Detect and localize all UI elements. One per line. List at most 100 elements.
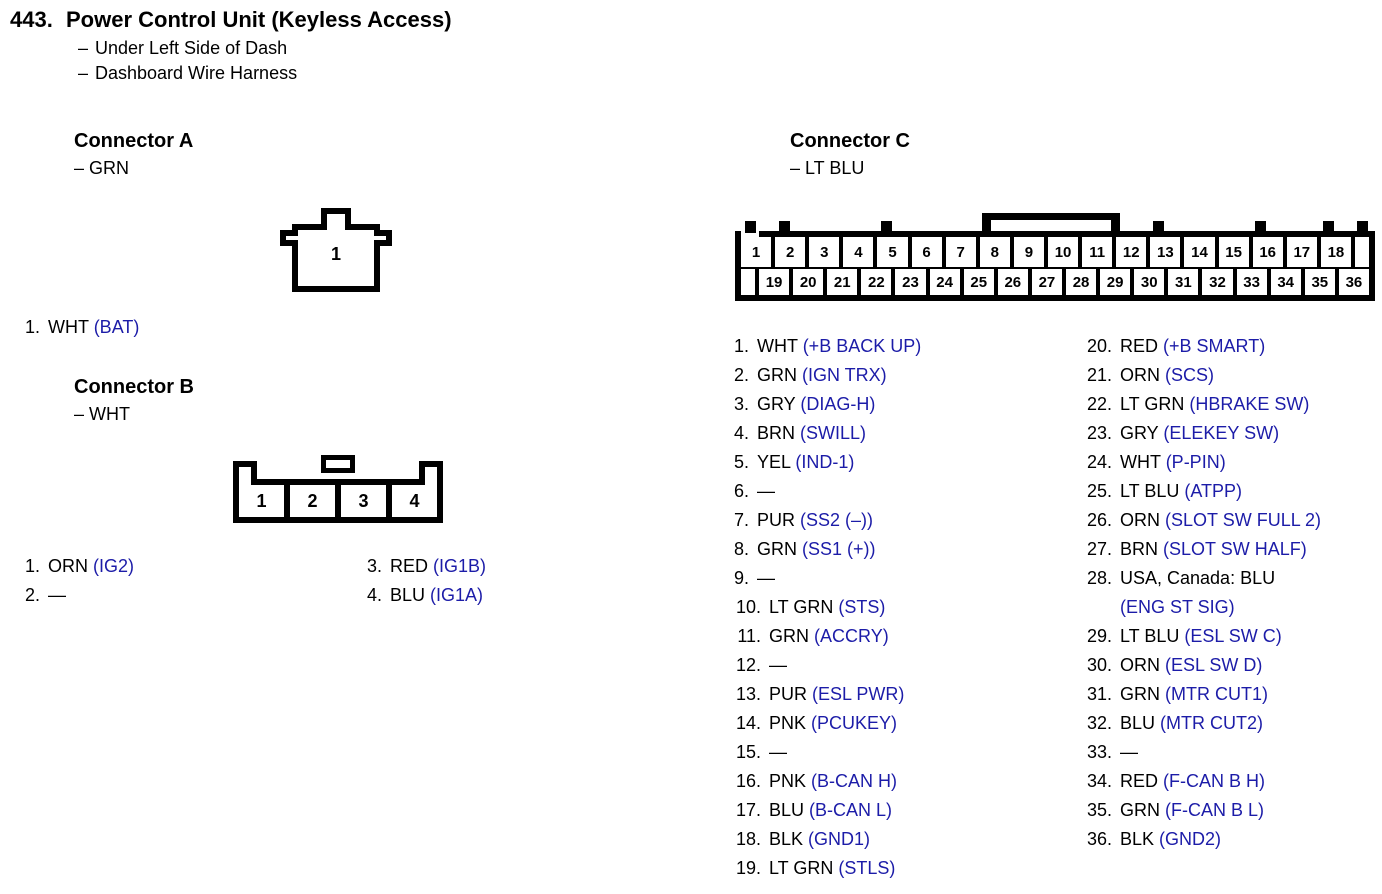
pin-number: 20. xyxy=(1086,336,1112,356)
pin-number: 18. xyxy=(735,829,761,849)
pin-signal-name: (+B BACK UP) xyxy=(802,336,922,356)
pin-body: WHT (BAT) xyxy=(48,313,338,342)
connector-c-color: – LT BLU xyxy=(790,158,865,178)
pin-number: 14. xyxy=(735,713,761,733)
pin-wire-color: BLK xyxy=(1120,829,1155,849)
connector-c-tab xyxy=(745,221,756,233)
pin-body: RED (+B SMART) xyxy=(1120,332,1378,361)
pin-signal-name: (SLOT SW FULL 2) xyxy=(1165,510,1322,530)
connector-a-pin-list: 1. WHT (BAT) xyxy=(18,313,338,342)
pin-wire-color: BLK xyxy=(769,829,804,849)
connector-b-cell: 3 xyxy=(341,485,392,517)
pin-row: 26.ORN (SLOT SW FULL 2) xyxy=(1078,506,1378,535)
pin-signal-name: (STS) xyxy=(838,597,886,617)
connector-a-diagram: 1 xyxy=(280,208,392,292)
pin-wire-color: LT GRN xyxy=(769,597,834,617)
pin-body: — xyxy=(48,581,338,610)
connector-b-heading: Connector B – WHT xyxy=(74,374,194,427)
pin-body: LT GRN (STLS) xyxy=(769,854,1067,883)
connector-b-pin-cells: 1 2 3 4 xyxy=(239,485,437,517)
header-bullet-0-label: Under Left Side of Dash xyxy=(95,38,288,58)
connector-c-cell: 9 xyxy=(1013,237,1044,267)
pin-row: 35.GRN (F-CAN B L) xyxy=(1078,796,1378,825)
pin-signal-name: (SCS) xyxy=(1165,365,1215,385)
bullet-dash: – xyxy=(78,38,89,58)
pin-body: PUR (ESL PWR) xyxy=(769,680,1067,709)
connector-c-cell: 31 xyxy=(1168,269,1199,295)
connector-c-title: Connector C xyxy=(790,130,910,152)
connector-a-title: Connector A xyxy=(74,130,194,152)
pin-signal-name: (DIAG-H) xyxy=(800,394,876,414)
connector-a-pin-1-label: 1 xyxy=(330,244,341,264)
pin-body: GRN (F-CAN B L) xyxy=(1120,796,1378,825)
pin-wire-color: PUR xyxy=(757,510,796,530)
pin-row: 1. WHT (BAT) xyxy=(18,313,338,342)
connector-c-tab xyxy=(779,221,790,233)
pin-number: 28. xyxy=(1086,568,1112,588)
connector-c-cell: 34 xyxy=(1270,269,1301,295)
pin-body: — xyxy=(769,651,1067,680)
connector-b-color: – WHT xyxy=(74,404,130,424)
connector-c-pin-list-right: 20.RED (+B SMART)21.ORN (SCS)22.LT GRN (… xyxy=(1078,332,1378,854)
pin-signal-name: (SWILL) xyxy=(800,423,867,443)
pin-wire-color: GRN xyxy=(757,365,797,385)
pin-body: LT GRN (STS) xyxy=(769,593,1067,622)
pin-wire-color: GRY xyxy=(757,394,796,414)
connector-c-cell: 25 xyxy=(963,269,994,295)
connector-c-handle-bar xyxy=(982,213,1120,220)
pin-body: LT GRN (HBRAKE SW) xyxy=(1120,390,1378,419)
pin-wire-color: WHT xyxy=(1120,452,1161,472)
pin-wire-color: PNK xyxy=(769,713,807,733)
pin-body: GRN (SS1 (+)) xyxy=(757,535,1067,564)
connector-c-cell: 11 xyxy=(1082,237,1113,267)
pin-wire-color: WHT xyxy=(48,317,89,337)
connector-c-cell: 19 xyxy=(759,269,790,295)
pin-body: ORN (SCS) xyxy=(1120,361,1378,390)
pin-wire-color: BLU xyxy=(1120,713,1156,733)
pin-wire-color: LT BLU xyxy=(1120,626,1180,646)
pin-wire-color: BLU xyxy=(769,800,805,820)
connector-c-cell: 21 xyxy=(827,269,858,295)
connector-c-cell: 17 xyxy=(1286,237,1317,267)
pin-wire-color: GRN xyxy=(757,539,797,559)
pin-signal-name: (+B SMART) xyxy=(1163,336,1266,356)
header-bullet-1: –Dashboard Wire Harness xyxy=(78,61,810,86)
connector-b-pin-list-right: 3. RED (IG1B) 4. BLU (IG1A) xyxy=(360,552,680,610)
pin-wire-color: ORN xyxy=(1120,365,1160,385)
pin-row: 16.PNK (B-CAN H) xyxy=(727,767,1067,796)
pin-signal-name: (IG2) xyxy=(93,556,135,576)
connector-a-heading: Connector A – GRN xyxy=(74,128,193,181)
pin-signal-name: (B-CAN H) xyxy=(811,771,898,791)
connector-b-top-rail xyxy=(257,479,419,485)
pin-signal-name: (SS2 (–)) xyxy=(800,510,874,530)
pin-row: 1. ORN (IG2) xyxy=(18,552,338,581)
pin-number: 9. xyxy=(733,568,749,588)
header-bullets: –Under Left Side of Dash –Dashboard Wire… xyxy=(10,36,810,86)
pin-row: 25.LT BLU (ATPP) xyxy=(1078,477,1378,506)
connector-c-left-notch xyxy=(741,231,759,239)
pin-number: 5. xyxy=(733,452,749,472)
pin-row: 4.BRN (SWILL) xyxy=(727,419,1067,448)
connector-c-cell: 12 xyxy=(1116,237,1147,267)
pin-signal-name: (P-PIN) xyxy=(1165,452,1226,472)
header-bullet-0: –Under Left Side of Dash xyxy=(78,36,810,61)
pin-number: 3. xyxy=(733,394,749,414)
connector-c-cell: 23 xyxy=(895,269,926,295)
pin-signal-name: (ACCRY) xyxy=(814,626,889,646)
pin-body: RED (F-CAN B H) xyxy=(1120,767,1378,796)
connector-c-cell: 1 xyxy=(741,237,772,267)
pin-row: 36.BLK (GND2) xyxy=(1078,825,1378,854)
pin-row: 3. RED (IG1B) xyxy=(360,552,680,581)
bullet-dash: – xyxy=(78,63,89,83)
connector-b-left-riser xyxy=(251,461,257,485)
pin-wire-color: RED xyxy=(1120,336,1159,356)
pin-number: 16. xyxy=(735,771,761,791)
pin-row: 17.BLU (B-CAN L) xyxy=(727,796,1067,825)
pin-number: 34. xyxy=(1086,771,1112,791)
pin-body: BLK (GND1) xyxy=(769,825,1067,854)
connector-b-title: Connector B xyxy=(74,376,194,398)
connector-a-body xyxy=(292,224,380,292)
pin-body: GRN (ACCRY) xyxy=(769,622,1067,651)
pin-body: USA, Canada: BLU xyxy=(1120,564,1378,593)
connector-c-cell: 3 xyxy=(809,237,840,267)
